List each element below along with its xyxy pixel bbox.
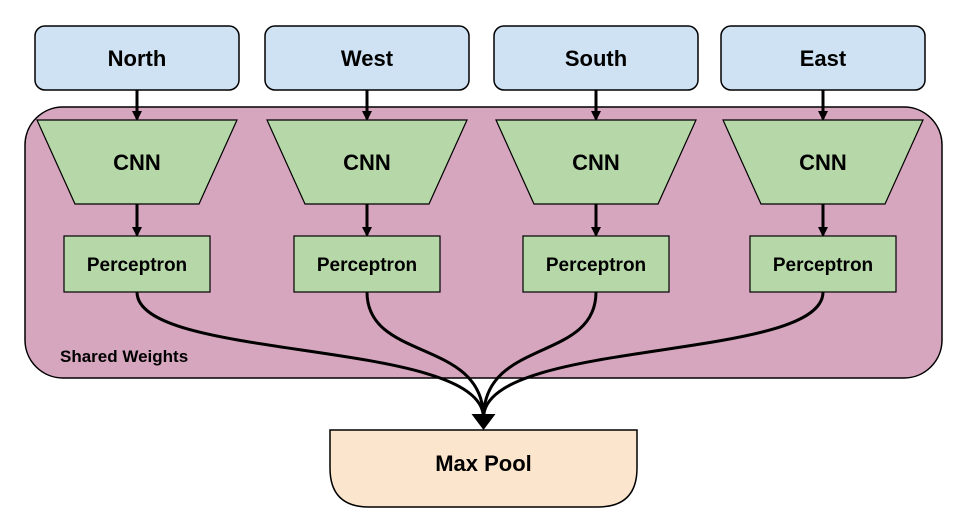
max-pool-label: Max Pool [435,451,532,476]
input-label-north: North [108,46,167,71]
cnn-node-east [722,119,924,205]
cnn-node-north [36,119,238,205]
edge-perceptron-to-maxpool-north [135,291,485,419]
perceptron-label-west: Perceptron [317,255,417,276]
perceptron-node-south [522,235,670,293]
cnn-node-west [266,119,468,205]
edge-perceptron-to-maxpool-south [482,291,598,419]
perceptron-node-west [293,235,441,293]
cnn-label-east: CNN [799,150,847,175]
edge-perceptron-to-maxpool-west [365,291,485,419]
merge-arrowhead [471,414,496,430]
input-label-west: West [341,46,394,71]
shared-weights-group [24,106,943,379]
cnn-label-west: CNN [343,150,391,175]
max-pool-node [329,429,638,508]
perceptron-label-east: Perceptron [773,255,873,276]
perceptron-node-east [749,235,897,293]
input-label-east: East [800,46,847,71]
perceptron-label-north: Perceptron [87,255,187,276]
shared-weights-label: Shared Weights [60,347,188,366]
cnn-label-south: CNN [572,150,620,175]
cnn-node-south [495,119,697,205]
perceptron-label-south: Perceptron [546,255,646,276]
input-label-south: South [565,46,627,71]
cnn-label-north: CNN [113,150,161,175]
edge-perceptron-to-maxpool-east [482,291,825,419]
